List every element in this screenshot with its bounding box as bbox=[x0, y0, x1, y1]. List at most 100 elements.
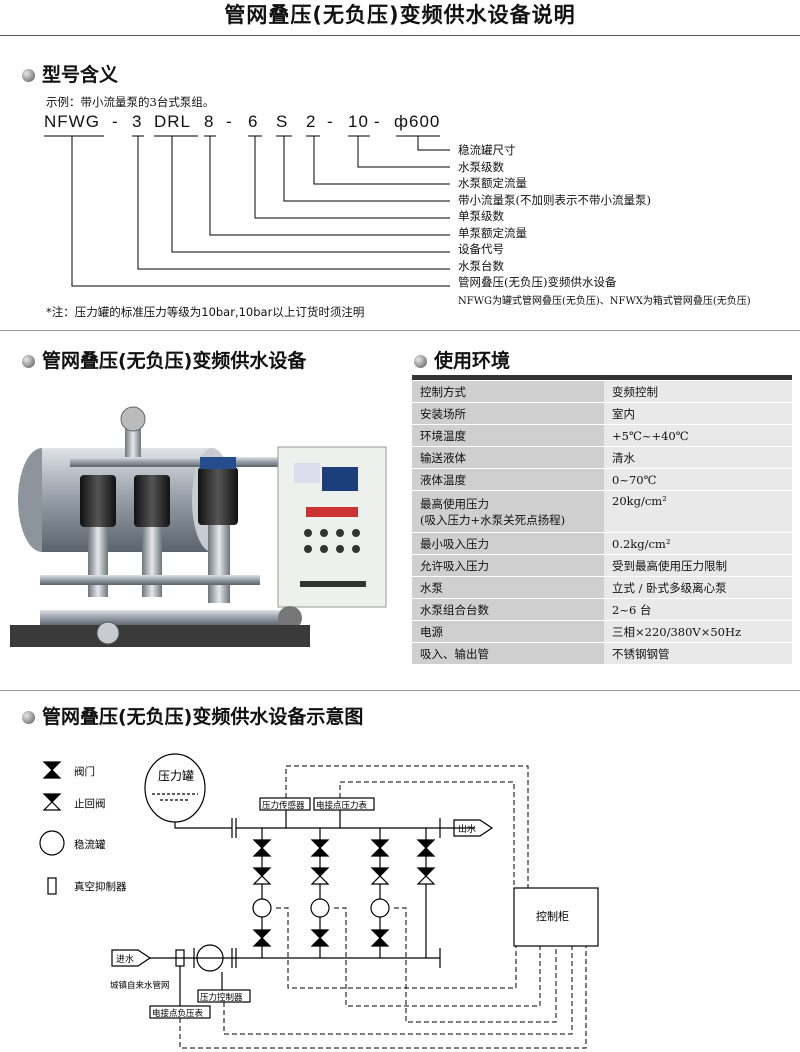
env-key: 水泵 bbox=[412, 576, 604, 599]
legend-buffer-tank-label: 稳流罐 bbox=[74, 838, 106, 851]
model-section-heading: 型号含义 bbox=[22, 64, 118, 86]
section-divider bbox=[0, 330, 800, 331]
check-valve-legend-icon bbox=[42, 793, 62, 811]
cabinet-label: 控制柜 bbox=[536, 909, 569, 923]
diagram-section-heading: 管网叠压(无负压)变频供水设备示意图 bbox=[22, 706, 363, 728]
bullet-icon bbox=[414, 355, 427, 368]
city-pipe-label: 城镇自来水管网 bbox=[110, 980, 170, 991]
inlet-arrow bbox=[111, 949, 152, 967]
code-part: ф600 bbox=[394, 112, 441, 131]
system-diagram: 阀门 止回阀 稳流罐 真空抑制器 压力罐 压力传感器 电接点压力表 出水 进水 … bbox=[39, 753, 599, 1049]
env-value: +5℃~+40℃ bbox=[604, 424, 792, 447]
legend-line: 水泵额定流量 bbox=[458, 176, 527, 190]
pressure-controller-label: 压力控制器 bbox=[200, 992, 243, 1003]
code-part: - bbox=[226, 112, 233, 131]
env-value: 变频控制 bbox=[604, 380, 792, 403]
env-value: 立式 / 卧式多级离心泵 bbox=[604, 576, 792, 599]
code-part: DRL bbox=[154, 112, 192, 131]
legend-line: 带小流量泵(不加则表示不带小流量泵) bbox=[458, 192, 651, 207]
code-part: 3 bbox=[132, 112, 143, 131]
code-part: S bbox=[276, 112, 289, 131]
legend-line: 单泵额定流量 bbox=[458, 225, 527, 240]
env-table: 控制方式变频控制 安装场所室内 环境温度+5℃~+40℃ 输送液体清水 液体温度… bbox=[412, 375, 792, 665]
env-key: 最高使用压力(吸入压力+水泵关死点扬程) bbox=[412, 490, 604, 533]
legend-check-valve-label: 止回阀 bbox=[74, 797, 106, 810]
buffer-tank bbox=[196, 944, 224, 972]
env-key: 水泵组合台数 bbox=[412, 598, 604, 621]
pressure-tank-label: 压力罐 bbox=[158, 769, 194, 783]
code-part: - bbox=[374, 112, 381, 131]
table-row: 吸入、输出管不锈钢钢管 bbox=[412, 642, 792, 665]
contact-gauge-label: 电接点压力表 bbox=[316, 800, 368, 811]
equipment-photo bbox=[10, 406, 387, 647]
code-part: - bbox=[112, 112, 119, 131]
inlet-label: 进水 bbox=[116, 953, 134, 965]
equipment-section-heading: 管网叠压(无负压)变频供水设备 bbox=[22, 350, 306, 372]
env-value: 受到最高使用压力限制 bbox=[604, 554, 792, 577]
env-value: 清水 bbox=[604, 446, 792, 469]
bullet-icon bbox=[22, 69, 35, 82]
code-part: 6 bbox=[248, 112, 259, 131]
title-divider bbox=[0, 35, 800, 36]
legend-vacuum-label: 真空抑制器 bbox=[74, 880, 127, 893]
legend-line: 管网叠压(无负压)变频供水设备 bbox=[458, 275, 617, 289]
table-row: 电源三相×220/380V×50Hz bbox=[412, 620, 792, 643]
env-key: 环境温度 bbox=[412, 424, 604, 447]
diagram-heading-text: 管网叠压(无负压)变频供水设备示意图 bbox=[42, 706, 364, 728]
env-key: 吸入、输出管 bbox=[412, 642, 604, 665]
outlet-label: 出水 bbox=[458, 823, 476, 835]
env-key: 安装场所 bbox=[412, 402, 604, 425]
table-row: 最高使用压力(吸入压力+水泵关死点扬程)20kg/cm² bbox=[412, 490, 792, 533]
page-title: 管网叠压(无负压)变频供水设备说明 bbox=[224, 3, 576, 27]
pressure-tank bbox=[144, 753, 206, 823]
env-key: 最小吸入压力 bbox=[412, 532, 604, 555]
table-row: 环境温度+5℃~+40℃ bbox=[412, 424, 792, 447]
model-heading-text: 型号含义 bbox=[42, 64, 119, 86]
section-divider bbox=[0, 690, 800, 691]
pressure-sensor-label: 压力传感器 bbox=[262, 800, 305, 811]
env-value: 0~70℃ bbox=[604, 468, 792, 491]
legend-valve-label: 阀门 bbox=[74, 765, 95, 778]
env-value: 0.2kg/cm² bbox=[604, 532, 792, 555]
bullet-icon bbox=[22, 711, 35, 724]
table-row: 控制方式变频控制 bbox=[412, 380, 792, 403]
legend-line: 水泵台数 bbox=[458, 258, 504, 273]
buffer-tank-legend-icon bbox=[39, 830, 65, 856]
table-row: 输送液体清水 bbox=[412, 446, 792, 469]
env-value: 三相×220/380V×50Hz bbox=[604, 620, 792, 643]
table-row: 水泵立式 / 卧式多级离心泵 bbox=[412, 576, 792, 599]
model-footnote: NFWG为罐式管网叠压(无负压)、NFWX为箱式管网叠压(无负压) bbox=[458, 296, 751, 307]
neg-gauge-label: 电接点负压表 bbox=[152, 1008, 204, 1019]
env-key-line2: (吸入压力+水泵关死点扬程) bbox=[420, 512, 566, 527]
model-example: 示例：带小流量泵的3台式泵组。 bbox=[46, 95, 215, 109]
equipment-heading-text: 管网叠压(无负压)变频供水设备 bbox=[42, 350, 307, 372]
env-value: 2~6 台 bbox=[604, 598, 792, 621]
outlet-arrow bbox=[453, 819, 494, 837]
valve-legend-icon bbox=[42, 761, 62, 779]
env-value: 室内 bbox=[604, 402, 792, 425]
code-part: 8 bbox=[204, 112, 215, 131]
model-code: NFWG - 3 DRL 8 - 6 S 2 - 10 - ф600 bbox=[44, 112, 444, 134]
code-part: 10 bbox=[348, 112, 369, 131]
env-key-line1: 最高使用压力 bbox=[420, 496, 489, 511]
model-legend: 稳流罐尺寸 水泵级数 水泵额定流量 带小流量泵(不加则表示不带小流量泵) 单泵级… bbox=[458, 142, 651, 291]
code-part: NFWG bbox=[44, 112, 100, 131]
legend-line: 稳流罐尺寸 bbox=[458, 143, 516, 157]
env-value: 不锈钢钢管 bbox=[604, 642, 792, 665]
table-row: 安装场所室内 bbox=[412, 402, 792, 425]
env-key: 液体温度 bbox=[412, 468, 604, 491]
model-bracket-lines bbox=[44, 135, 450, 287]
env-value: 20kg/cm² bbox=[604, 490, 792, 533]
code-part: - bbox=[327, 112, 334, 131]
control-cabinet bbox=[513, 887, 599, 947]
env-key: 控制方式 bbox=[412, 380, 604, 403]
env-key: 电源 bbox=[412, 620, 604, 643]
table-row: 允许吸入压力受到最高使用压力限制 bbox=[412, 554, 792, 577]
legend-line: 水泵级数 bbox=[458, 159, 504, 174]
code-part: 2 bbox=[306, 112, 317, 131]
bullet-icon bbox=[22, 355, 35, 368]
env-key: 允许吸入压力 bbox=[412, 554, 604, 577]
